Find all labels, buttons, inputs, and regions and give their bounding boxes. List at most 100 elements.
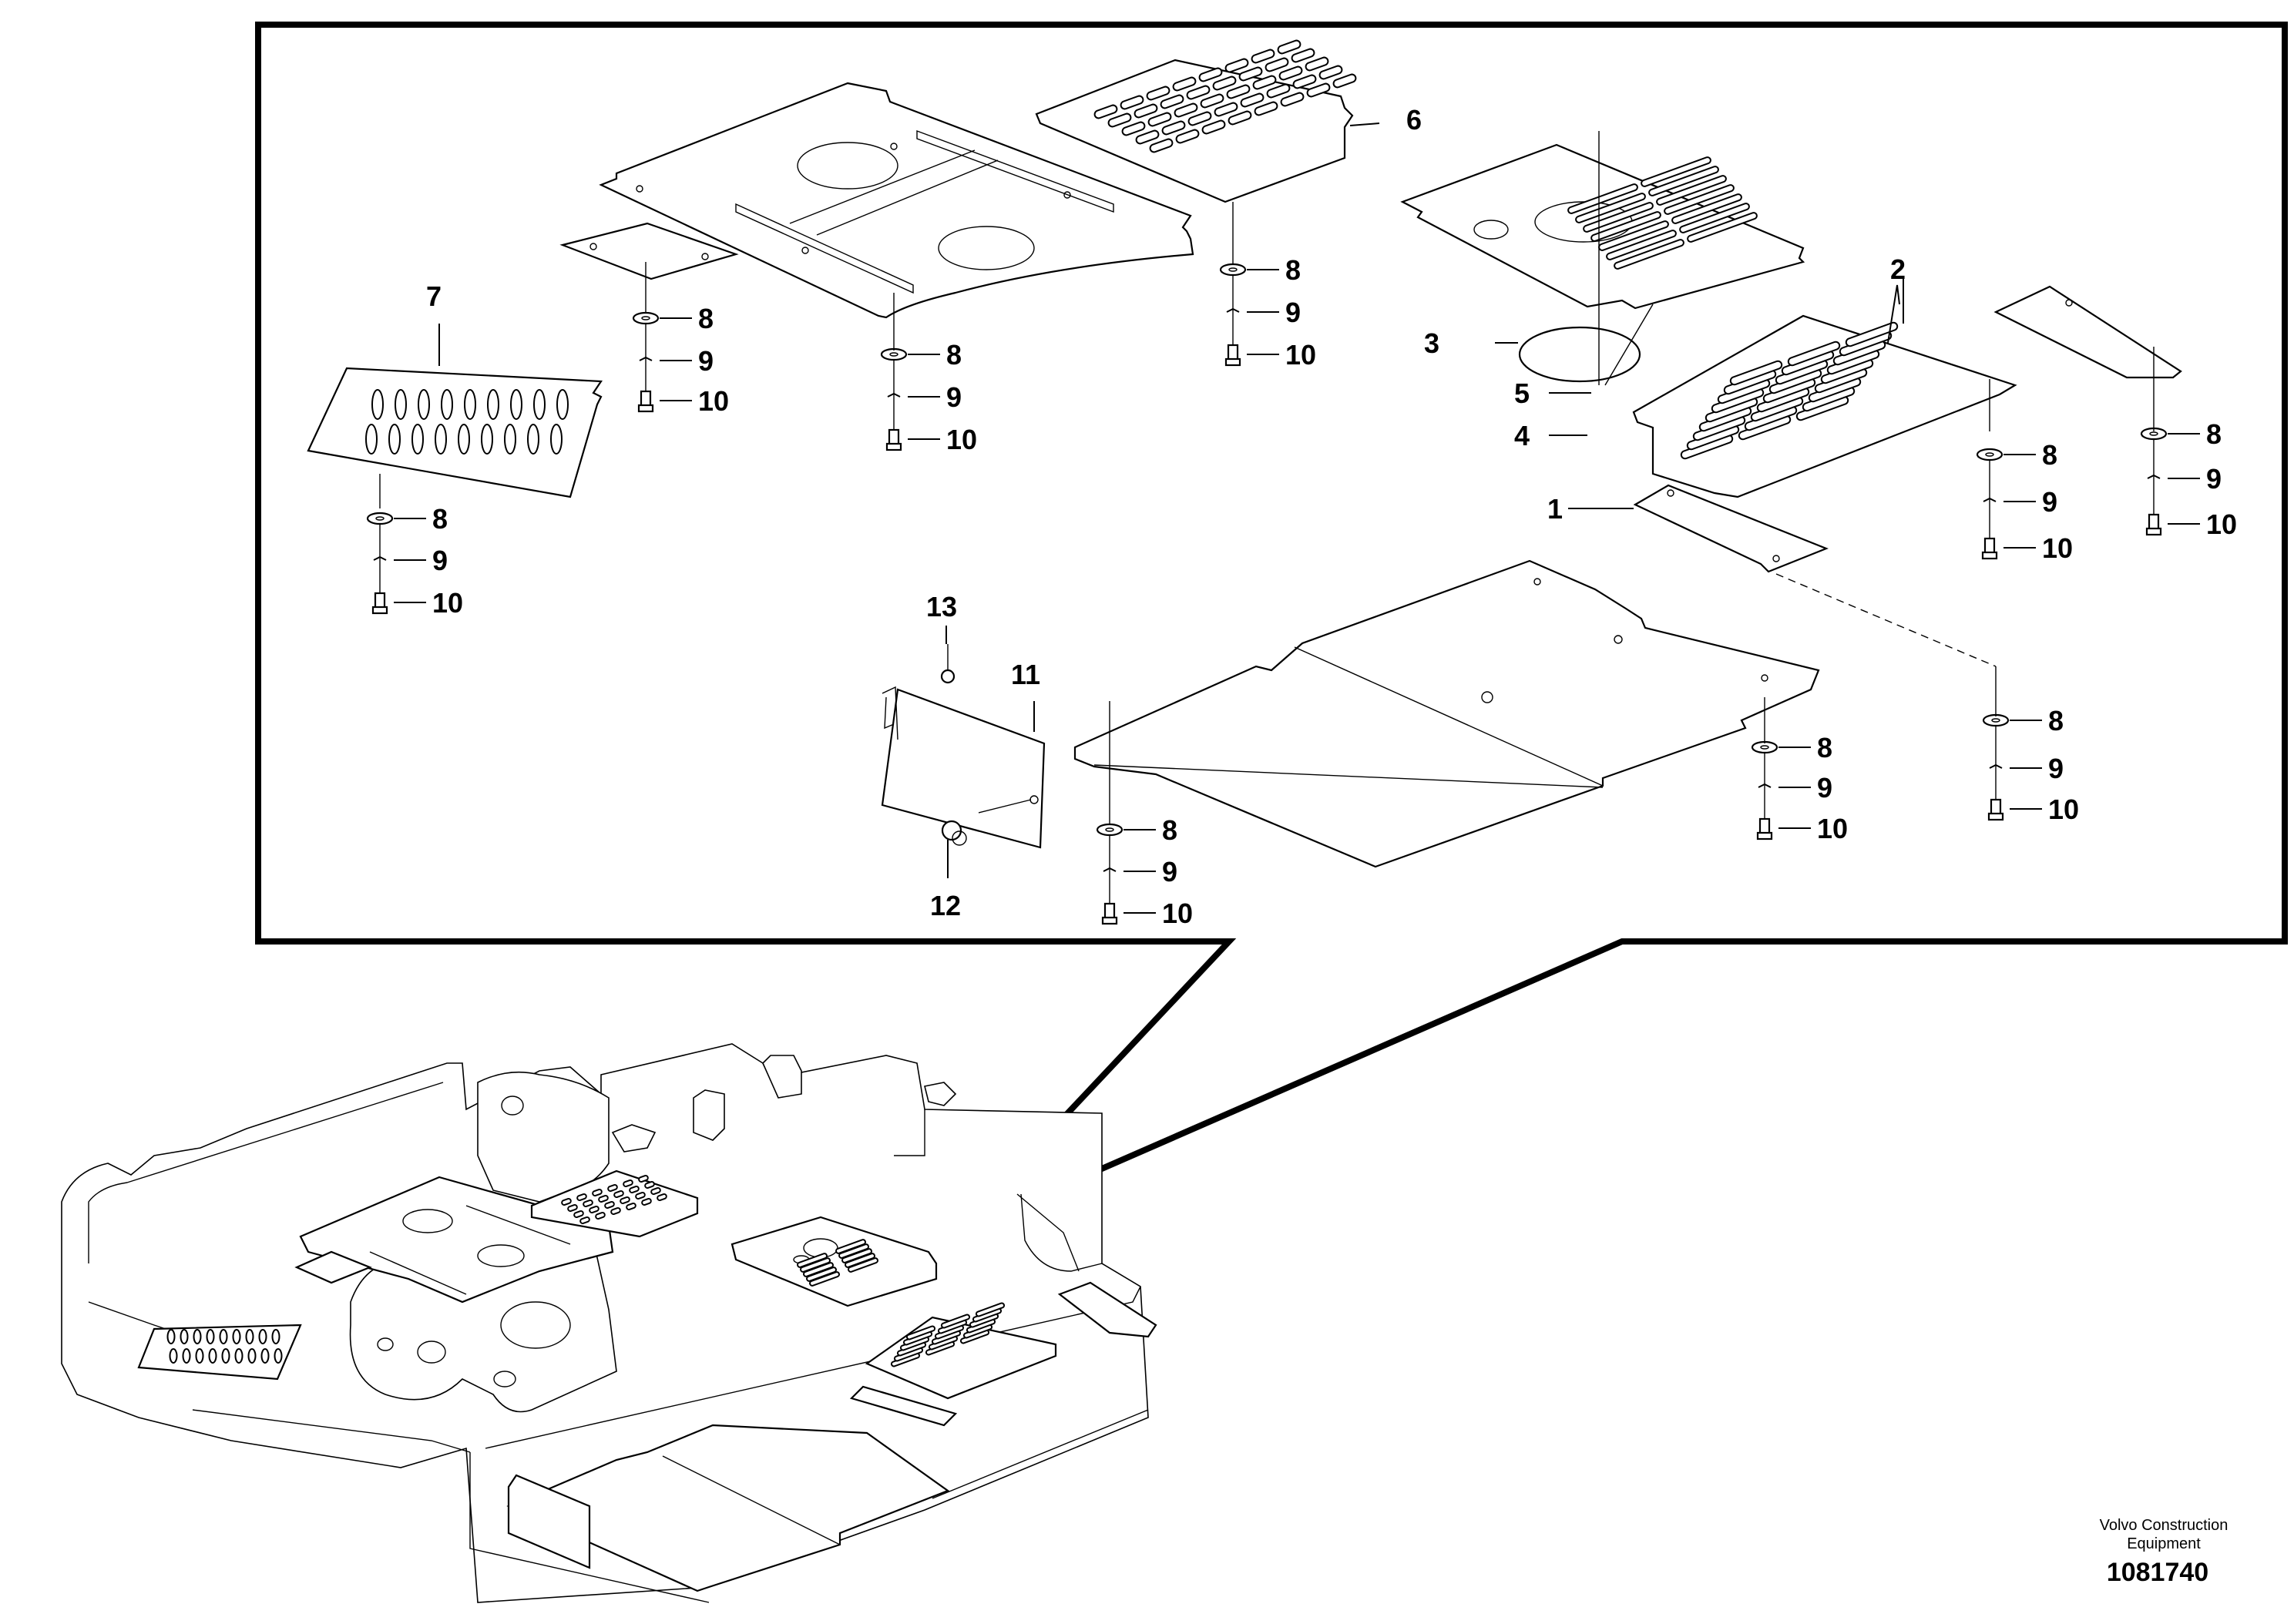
callout-8: 8	[698, 303, 714, 334]
vent-slot	[1318, 65, 1343, 80]
vent-slot	[1187, 111, 1212, 126]
lock-washer-9	[887, 392, 901, 398]
callout-10: 10	[2048, 794, 2079, 825]
part-11-cover	[881, 686, 1046, 849]
vent-slot	[838, 1243, 869, 1259]
vent-slot	[1160, 94, 1184, 109]
vent-slot	[1093, 104, 1118, 119]
callout-8: 8	[946, 339, 962, 371]
vent-slot	[806, 1267, 837, 1282]
machine-overview	[61, 1043, 1157, 1603]
vent-slot	[1172, 76, 1197, 92]
part-7-slotted-cover	[307, 367, 603, 498]
callout-10: 10	[1285, 339, 1316, 371]
lock-washer-9	[1226, 307, 1240, 313]
washer-8	[1751, 740, 1778, 754]
bolt-10-head	[371, 606, 388, 615]
vent-slot	[809, 1271, 840, 1287]
vent-slot	[195, 1348, 204, 1364]
callout-labels: 6 7 3 5 4 2 1 13 11 12	[426, 104, 1906, 921]
vent-slot	[1224, 58, 1249, 73]
vent-slot	[388, 424, 401, 455]
vent-slot	[561, 1197, 572, 1206]
vent-slot	[1214, 102, 1238, 117]
callout-10: 10	[946, 424, 977, 455]
callout-8: 8	[1285, 254, 1301, 286]
vent-slot	[208, 1348, 217, 1364]
callout-10: 10	[698, 385, 729, 417]
vent-slot	[510, 389, 522, 420]
vent-slot	[1238, 66, 1263, 82]
bolt-10-head	[1981, 551, 1998, 560]
callout-9: 9	[2206, 463, 2222, 495]
vent-slot	[1787, 341, 1841, 367]
top-plate	[599, 82, 1194, 319]
callout-9: 9	[1162, 856, 1177, 887]
callout-10: 10	[432, 587, 463, 619]
vent-slot	[271, 1329, 280, 1344]
vent-slot	[1583, 202, 1654, 233]
washer-8	[1096, 823, 1123, 837]
vent-slot	[1226, 84, 1251, 99]
vent-slot	[232, 1329, 241, 1344]
vent-slot	[975, 1302, 1006, 1317]
washer-hole	[1991, 718, 2000, 723]
vent-slot	[274, 1348, 283, 1364]
callout-2: 2	[1890, 253, 1906, 285]
vent-slot	[1174, 102, 1198, 118]
leader-lines	[438, 122, 1904, 878]
washer-hole	[889, 352, 898, 357]
vent-slot	[1200, 93, 1224, 109]
vent-slot	[1254, 101, 1278, 116]
vent-slot	[1134, 103, 1158, 119]
vent-slot	[567, 1203, 578, 1213]
vent-slot	[1278, 65, 1303, 81]
callout-10: 10	[2206, 508, 2237, 540]
callout-7: 7	[426, 280, 442, 312]
vent-slot	[258, 1329, 267, 1344]
washer-hole	[1985, 452, 1994, 457]
bolt-10-head	[2145, 527, 2162, 536]
vent-slot	[441, 389, 453, 420]
vent-slot	[1656, 175, 1727, 206]
vent-slot	[1135, 129, 1160, 145]
lock-washer-9	[639, 356, 653, 361]
callout-12: 12	[930, 890, 961, 921]
callout-9: 9	[432, 545, 448, 576]
shafts	[379, 131, 2155, 824]
callout-8: 8	[1817, 732, 1832, 763]
vent-slot	[365, 424, 378, 455]
callout-8: 8	[2042, 439, 2057, 471]
vent-slot	[1664, 184, 1735, 215]
vent-slot	[598, 1194, 609, 1203]
vent-slot	[458, 424, 470, 455]
vent-slot	[556, 389, 569, 420]
callout-10: 10	[1162, 898, 1193, 929]
vent-slot	[1671, 193, 1742, 224]
washer-hole	[1105, 827, 1114, 832]
callout-4: 4	[1514, 420, 1530, 451]
vent-slot	[1175, 129, 1200, 144]
washer-8	[880, 347, 908, 361]
vent-slot	[1332, 73, 1357, 89]
vent-slot	[638, 1174, 649, 1183]
vent-slot	[589, 1205, 600, 1214]
footer: Volvo Construction Equipment 1081740	[2100, 1517, 2229, 1587]
vent-slot	[1729, 360, 1783, 386]
vent-slot	[260, 1348, 270, 1364]
vent-slot	[1107, 112, 1132, 128]
vent-slot	[626, 1202, 636, 1211]
part-1-bracket	[1633, 484, 1829, 573]
washer-hole	[1228, 267, 1238, 272]
washer-8	[1219, 263, 1247, 277]
washer-8	[366, 512, 394, 525]
vent-slot	[206, 1329, 215, 1344]
callout-9: 9	[698, 345, 714, 377]
vent-slot	[221, 1348, 230, 1364]
vent-slot	[1201, 119, 1226, 135]
vent-slot	[234, 1348, 244, 1364]
washer-8	[1982, 713, 2010, 727]
callout-9: 9	[2042, 486, 2057, 518]
